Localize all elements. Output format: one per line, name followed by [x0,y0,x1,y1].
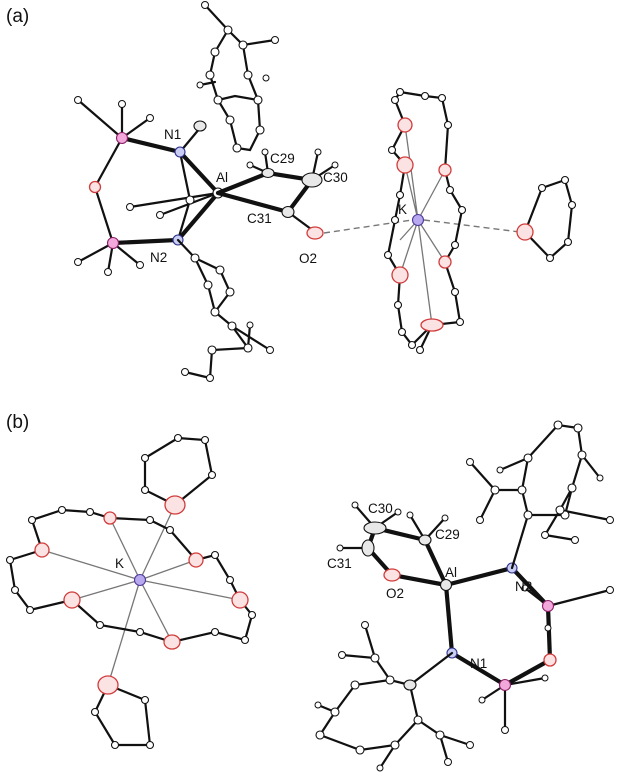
panel-a-chelate-ring [74,96,224,276]
label-a-C30: C30 [323,170,348,185]
label-a-C31: C31 [247,211,272,226]
panel-a-alkoxide-ring [215,148,339,240]
panel-b-upper-right-aryl [466,420,614,570]
panel-a-atom-labels: N1 Al C29 C30 C31 O2 N2 K [150,127,407,266]
panel-b-lower-left-aryl [314,621,474,772]
panel-b-potassium-crown-complex [5,433,257,750]
panel-a-potassium-crown-complex [323,87,577,355]
label-a-C29: C29 [270,151,295,166]
panel-a-label: (a) [6,6,29,27]
label-b-C30: C30 [368,501,393,516]
label-a-K: K [398,202,407,217]
label-b-K: K [115,556,124,571]
label-b-C29: C29 [435,527,460,542]
panel-a-lower-aryl [176,238,274,382]
label-b-C31: C31 [327,556,352,571]
panel-b-label: (b) [6,412,29,433]
panel-a-upper-aryl [196,1,279,153]
label-b-O2: O2 [386,586,404,601]
panel-a: (a) [6,1,577,382]
label-b-N2: N2 [515,579,532,594]
label-a-O2: O2 [299,251,317,266]
panel-b: (b) [5,412,614,772]
panel-b-alkoxide-ring [336,501,449,588]
panel-b-atom-labels: K C30 C29 C31 O2 Al N2 N1 [115,501,532,671]
label-b-Al: Al [445,565,457,580]
label-b-N1: N1 [470,656,487,671]
label-a-N2: N2 [150,250,167,265]
label-a-Al: Al [216,170,228,185]
label-a-N1: N1 [164,127,181,142]
